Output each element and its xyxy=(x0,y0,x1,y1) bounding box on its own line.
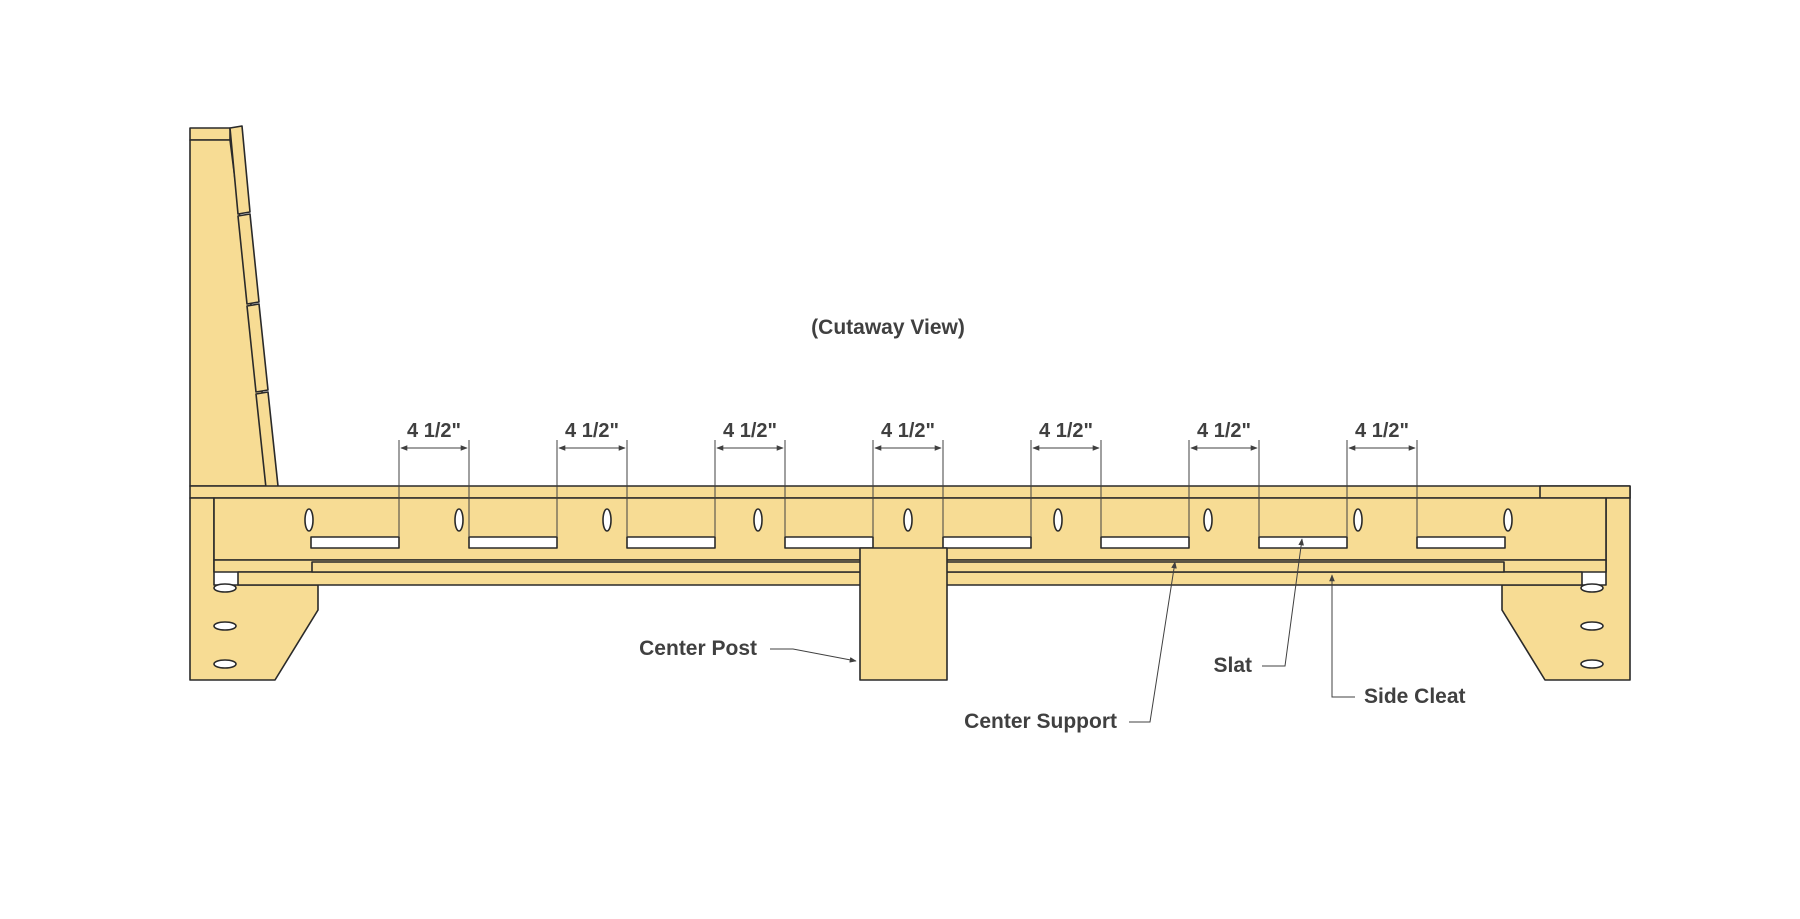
pocket-hole xyxy=(1203,508,1213,532)
rail-top-board xyxy=(189,485,1631,499)
pocket-hole xyxy=(602,508,612,532)
dimension-label: 4 1/2" xyxy=(1197,420,1251,442)
center-post-label: Center Post xyxy=(639,637,757,660)
slat xyxy=(468,536,558,549)
center-post xyxy=(859,547,948,681)
callout-leaders xyxy=(770,538,1355,723)
headboard-cap xyxy=(189,127,231,141)
pocket-hole xyxy=(1053,508,1063,532)
dimension-1 xyxy=(398,440,470,537)
dimension-4 xyxy=(872,440,944,537)
dimension-labels: 4 1/2" 4 1/2" 4 1/2" 4 1/2" 4 1/2" 4 1/2… xyxy=(407,420,1409,442)
dimension-label: 4 1/2" xyxy=(1039,420,1093,442)
pocket-hole xyxy=(753,508,763,532)
dimension-label: 4 1/2" xyxy=(723,420,777,442)
slat xyxy=(1100,536,1190,549)
slat xyxy=(1416,536,1506,549)
slat xyxy=(310,536,400,549)
leg-hole xyxy=(213,659,237,669)
pocket-hole xyxy=(454,508,464,532)
leg-hole xyxy=(1580,659,1604,669)
pocket-hole xyxy=(1503,508,1513,532)
callout-labels: Center Post Center Support Slat Side Cle… xyxy=(639,637,1465,733)
dimension-5 xyxy=(1030,440,1102,537)
headboard xyxy=(189,125,279,489)
bed-frame-drawing xyxy=(189,125,1631,681)
dimension-2 xyxy=(556,440,628,537)
pocket-hole xyxy=(1353,508,1363,532)
dimension-label: 4 1/2" xyxy=(565,420,619,442)
pocket-hole xyxy=(903,508,913,532)
dimension-3 xyxy=(714,440,786,537)
footboard-top-board xyxy=(1539,485,1631,499)
dimension-label: 4 1/2" xyxy=(1355,420,1409,442)
slat xyxy=(1258,536,1348,549)
center-support-leader xyxy=(1129,561,1177,723)
dimension-7 xyxy=(1346,440,1418,537)
diagram-title: (Cutaway View) xyxy=(811,316,965,339)
pocket-hole xyxy=(304,508,314,532)
headboard-slat-1 xyxy=(229,125,251,215)
slat-leader xyxy=(1262,538,1304,667)
dimension-6 xyxy=(1188,440,1260,537)
headboard-slat-3 xyxy=(246,303,269,393)
dimension-annotations xyxy=(398,440,1418,537)
leg-hole xyxy=(1580,621,1604,631)
dimension-label: 4 1/2" xyxy=(407,420,461,442)
slat xyxy=(784,536,874,549)
leg-hole xyxy=(1580,583,1604,593)
headboard-slat-2 xyxy=(237,213,260,305)
dimension-label: 4 1/2" xyxy=(881,420,935,442)
center-post-leader xyxy=(770,648,857,663)
leg-hole xyxy=(213,583,237,593)
slat xyxy=(942,536,1032,549)
center-support-label: Center Support xyxy=(964,710,1117,733)
pocket-holes xyxy=(304,508,1513,532)
leg-holes xyxy=(213,583,1604,669)
leg-hole xyxy=(213,621,237,631)
slat xyxy=(626,536,716,549)
slat-label: Slat xyxy=(1213,654,1252,677)
side-cleat-label: Side Cleat xyxy=(1364,685,1466,708)
side-cleat-leader xyxy=(1329,574,1355,698)
